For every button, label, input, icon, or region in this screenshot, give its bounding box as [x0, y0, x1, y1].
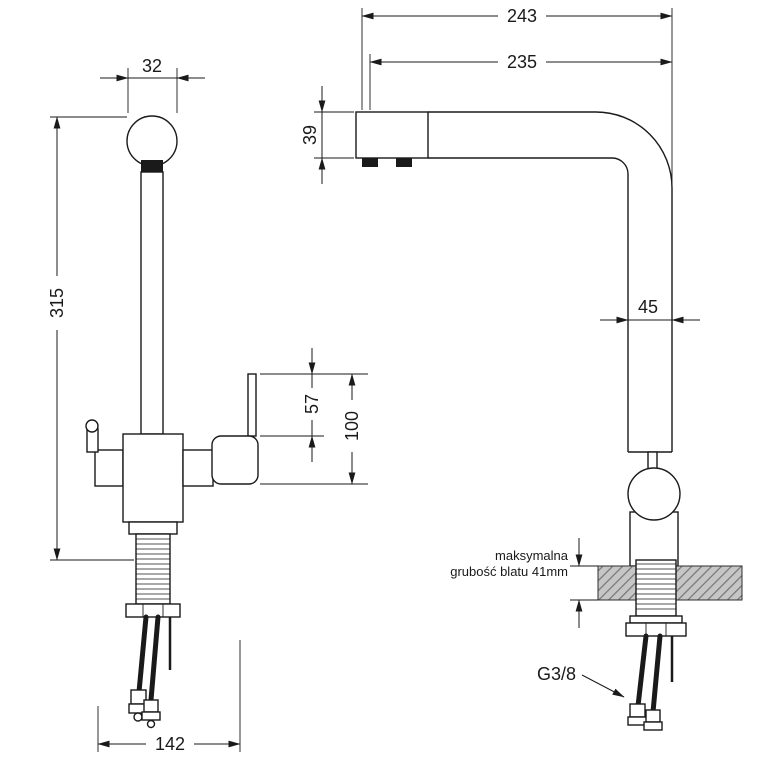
- front-right-arm: [182, 449, 214, 487]
- front-mixer-body: [122, 433, 184, 523]
- thread-size-callout: G3/8: [537, 664, 625, 698]
- dim-overall-depth: 243: [361, 6, 673, 186]
- dim-column-width: 45: [600, 297, 700, 324]
- side-hose-1: [635, 633, 649, 709]
- dim-spout-cap-width-label: 32: [142, 56, 162, 76]
- side-mounting-nut: [625, 622, 687, 637]
- dim-head-height-label: 39: [300, 125, 320, 145]
- front-view: 32 315 57 100: [47, 56, 368, 754]
- dim-handle-height-label: 57: [302, 394, 322, 414]
- side-spray-switch: [396, 158, 412, 167]
- thread-size-label: G3/8: [537, 664, 576, 684]
- front-spout-column: [140, 171, 164, 435]
- side-aerator: [362, 158, 378, 167]
- side-handle-lever: [647, 451, 658, 470]
- dim-counter-thickness: maksymalna grubość blatu 41mm: [450, 538, 598, 628]
- side-hose-2: [650, 633, 663, 715]
- dim-body-height: 100: [260, 373, 368, 485]
- counter-note-line1: maksymalna: [495, 548, 569, 563]
- front-left-valve-knob: [85, 419, 99, 433]
- side-ball-joint: [627, 467, 681, 521]
- front-left-arm: [94, 449, 124, 487]
- dim-base-width-label: 142: [155, 734, 185, 754]
- side-spout-arm: [428, 111, 673, 453]
- side-body: [629, 511, 679, 567]
- dim-total-height: 315: [47, 116, 134, 561]
- counter-note-line2: grubość blatu 41mm: [450, 564, 568, 579]
- dim-body-height-label: 100: [342, 411, 362, 441]
- side-washer: [629, 615, 683, 624]
- front-handle-cartridge: [211, 435, 259, 485]
- dim-base-width: 142: [97, 640, 241, 754]
- side-hose-fittings: [627, 703, 663, 731]
- front-base-flange: [128, 521, 178, 535]
- front-spout-cap: [126, 115, 178, 167]
- dim-overall-depth-label: 243: [507, 6, 537, 26]
- front-hose-2: [148, 614, 161, 703]
- front-hose-fittings: [128, 689, 161, 729]
- front-handle-lever: [247, 373, 257, 437]
- side-spout-head: [355, 111, 429, 159]
- dim-spout-cap-width: 32: [100, 56, 205, 113]
- side-shank-threads: [636, 563, 676, 610]
- dim-handle-height: 57: [260, 348, 368, 462]
- front-mounting-nut: [125, 603, 181, 618]
- dim-column-width-label: 45: [638, 297, 658, 317]
- side-threaded-shank: [635, 559, 677, 617]
- dim-spout-reach: 235: [369, 52, 673, 110]
- dim-total-height-label: 315: [47, 288, 67, 318]
- front-aerator: [141, 160, 163, 172]
- front-hose-1: [136, 614, 149, 695]
- front-shank-threads: [136, 538, 170, 600]
- dim-head-height: 39: [300, 86, 354, 184]
- side-view: 243 235 39 45: [300, 6, 743, 731]
- dim-spout-reach-label: 235: [507, 52, 537, 72]
